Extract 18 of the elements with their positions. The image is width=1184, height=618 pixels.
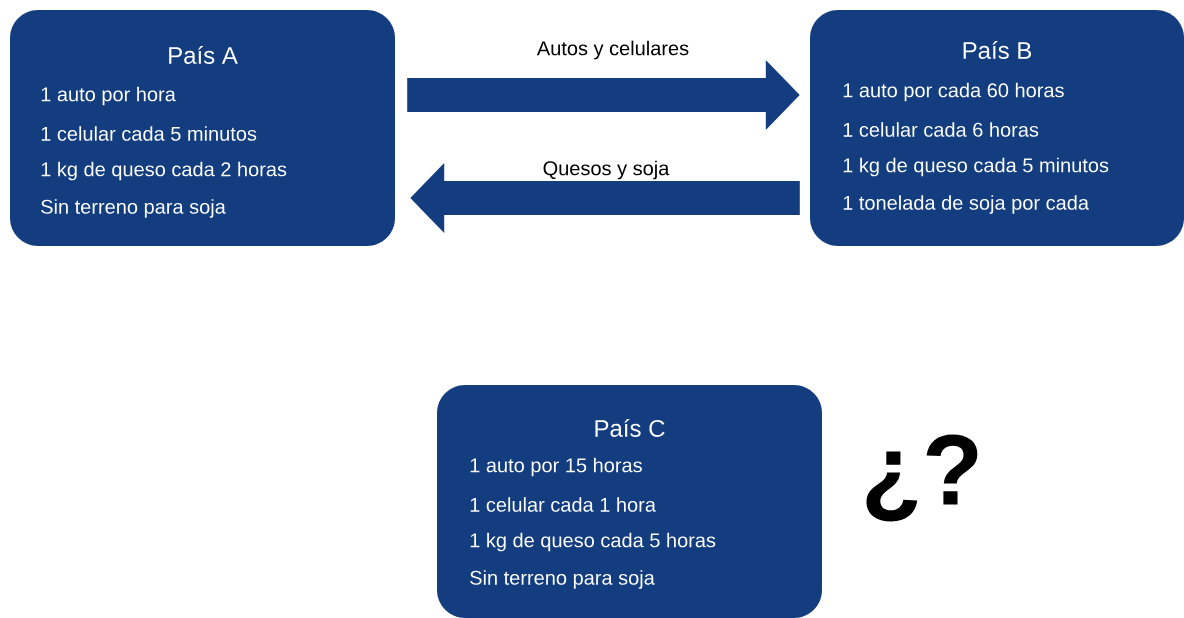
box-heading: País A — [169, 46, 238, 64]
box-text: 1 celular cada 5 minutos — [41, 126, 257, 141]
box-text: 1 auto por hora — [41, 86, 176, 106]
edge-label: Quesos y soja — [541, 159, 671, 181]
edge-label: Autos y celulares — [535, 39, 691, 61]
box-text: 1 auto por 15 horas — [470, 457, 642, 477]
box-text: Sin terreno para soja — [470, 570, 655, 589]
box-text: 1 tonelada de soja por cada — [843, 195, 1089, 214]
box-text: 1 auto por cada 60 horas — [843, 82, 1064, 102]
box-text: 1 celular cada 6 horas — [843, 122, 1039, 137]
box-text: 1 kg de queso cada 2 horas — [41, 161, 287, 181]
box-text: Sin terreno para soja — [41, 199, 226, 218]
box-text: 1 kg de queso cada 5 horas — [470, 532, 716, 552]
question-marks: ¿? — [866, 434, 978, 522]
box-heading: País C — [595, 419, 665, 437]
box-text: 1 celular cada 1 hora — [470, 497, 656, 512]
box-heading: País B — [963, 41, 1032, 59]
box-text: 1 kg de queso cada 5 minutos — [843, 157, 1109, 177]
